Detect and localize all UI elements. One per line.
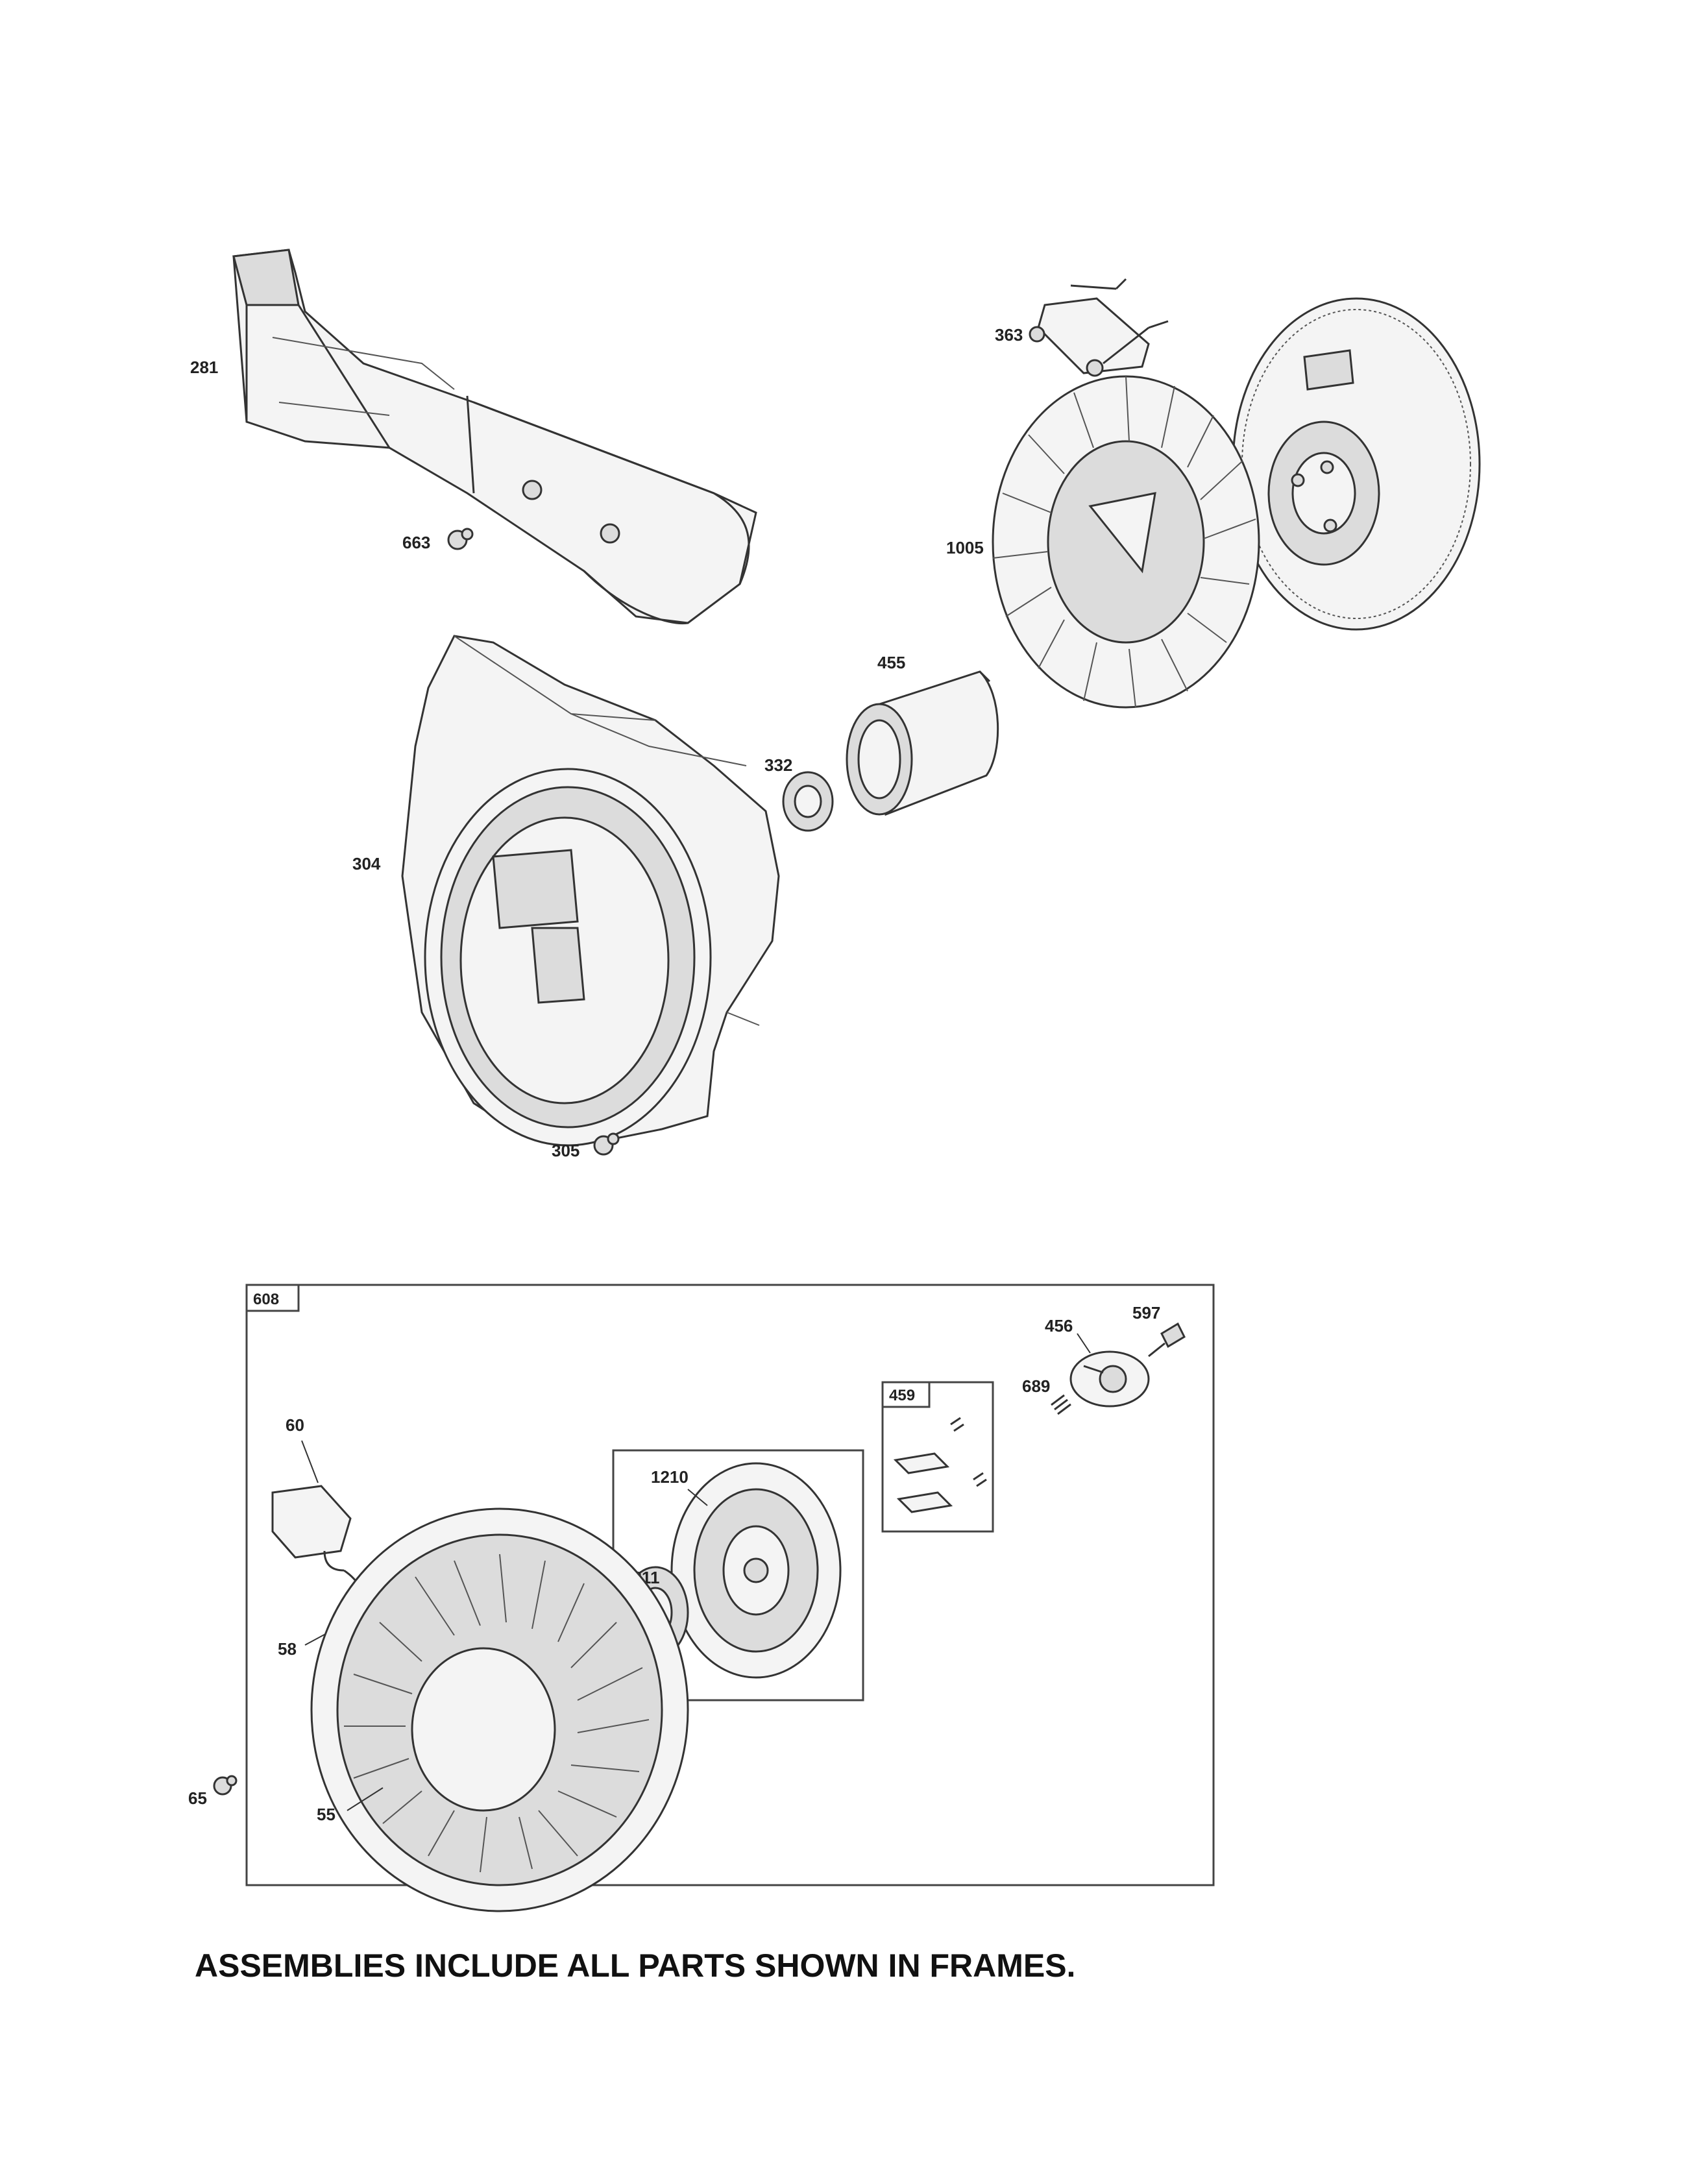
frame-459 [881, 1381, 994, 1533]
label-459: 459 [889, 1387, 915, 1404]
label-456: 456 [1045, 1316, 1073, 1335]
part-663-screw [447, 528, 474, 550]
part-60-handle [271, 1485, 352, 1572]
label-689: 689 [1022, 1376, 1050, 1396]
label-1005: 1005 [946, 538, 984, 557]
label-304: 304 [352, 854, 381, 873]
part-281-shroud-bracket [232, 249, 757, 625]
part-1005-cooling-fan [992, 375, 1260, 709]
label-60: 60 [286, 1415, 304, 1435]
part-55-starter-housing [310, 1507, 689, 1912]
part-459-pawl-kit [893, 1417, 987, 1513]
part-597-screw [1148, 1322, 1186, 1358]
part-304-blower-housing [401, 635, 780, 1147]
part-23-flywheel [1232, 297, 1481, 631]
label-1210: 1210 [651, 1467, 689, 1487]
part-332-nut [782, 771, 834, 832]
label-281: 281 [190, 358, 218, 377]
frame-608-tag [245, 1284, 300, 1312]
label-608: 608 [253, 1291, 279, 1308]
label-363: 363 [995, 325, 1023, 345]
part-1210-pulley [670, 1462, 842, 1679]
part-65-screw [213, 1775, 238, 1796]
part-456-pawl-plate [1069, 1350, 1150, 1408]
label-58: 58 [278, 1639, 297, 1659]
label-305: 305 [552, 1141, 580, 1160]
label-597: 597 [1132, 1303, 1160, 1323]
label-55: 55 [317, 1805, 336, 1824]
frame-459-tag [881, 1381, 931, 1408]
label-332: 332 [764, 755, 792, 775]
label-455: 455 [877, 653, 905, 672]
label-65: 65 [188, 1788, 207, 1808]
part-689-spring [1051, 1394, 1071, 1415]
part-455-starter-cup [846, 670, 999, 816]
part-305-screw [593, 1132, 620, 1156]
part-363-armature-bracket [1029, 278, 1169, 377]
label-663: 663 [402, 533, 430, 552]
assemblies-footnote: ASSEMBLIES INCLUDE ALL PARTS SHOWN IN FR… [195, 1947, 1076, 1984]
frame-608 [245, 1284, 1215, 1886]
